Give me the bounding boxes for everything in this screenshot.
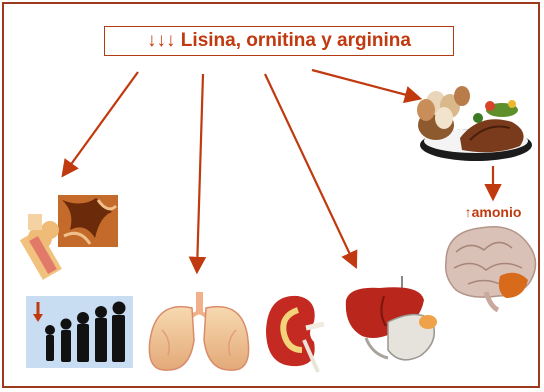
kidney-icon	[266, 296, 324, 372]
bone-icon	[20, 195, 118, 280]
arrow-to-bone	[64, 72, 138, 174]
amonio-label: ↑amonio	[448, 204, 538, 220]
arrow-to-liver	[265, 74, 355, 265]
liver-icon	[346, 276, 437, 360]
lungs-icon	[149, 292, 248, 370]
growth-figures-icon	[26, 296, 133, 368]
arrow-to-lungs	[197, 74, 203, 270]
brain-icon	[446, 227, 536, 310]
food-icon	[417, 86, 532, 161]
arrow-to-food	[312, 70, 418, 98]
